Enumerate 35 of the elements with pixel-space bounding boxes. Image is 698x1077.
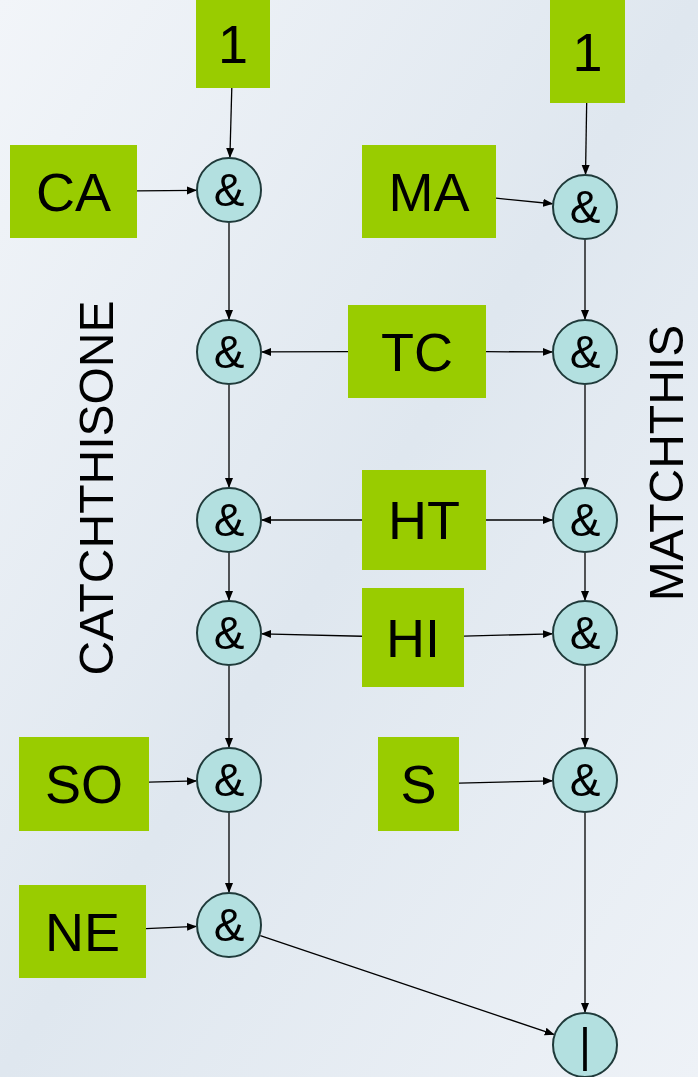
input-box: TC (348, 305, 486, 398)
arrow (463, 630, 553, 639)
arrow (225, 384, 233, 488)
arrow (581, 665, 589, 748)
arrow (225, 812, 233, 893)
input-box: 1 (550, 0, 625, 103)
vertical-label: CATCHTHISONE (73, 300, 121, 676)
arrow (485, 347, 553, 356)
arrow (226, 87, 235, 158)
input-box: HI (362, 588, 464, 687)
input-box: 1 (196, 0, 270, 88)
arrow (145, 922, 198, 931)
arrow (225, 222, 233, 320)
input-box: MA (362, 145, 496, 238)
arrow (261, 347, 349, 356)
input-box: HT (362, 470, 486, 570)
arrow (581, 384, 589, 488)
arrow (581, 812, 589, 1013)
input-box: CA (10, 145, 137, 238)
arrow (225, 552, 233, 601)
arrow (261, 516, 363, 524)
arrow (136, 186, 197, 195)
input-box: NE (19, 885, 146, 978)
arrow (581, 239, 589, 320)
arrow (225, 665, 233, 748)
arrow (261, 630, 363, 639)
arrow (581, 102, 590, 175)
vertical-label: MATCHTHIS (643, 324, 691, 602)
input-box: SO (19, 737, 149, 831)
input-box: S (378, 737, 459, 831)
arrow (485, 516, 553, 524)
arrow (458, 777, 553, 785)
arrow (148, 777, 197, 786)
arrow (581, 552, 589, 601)
arrow (495, 197, 554, 207)
